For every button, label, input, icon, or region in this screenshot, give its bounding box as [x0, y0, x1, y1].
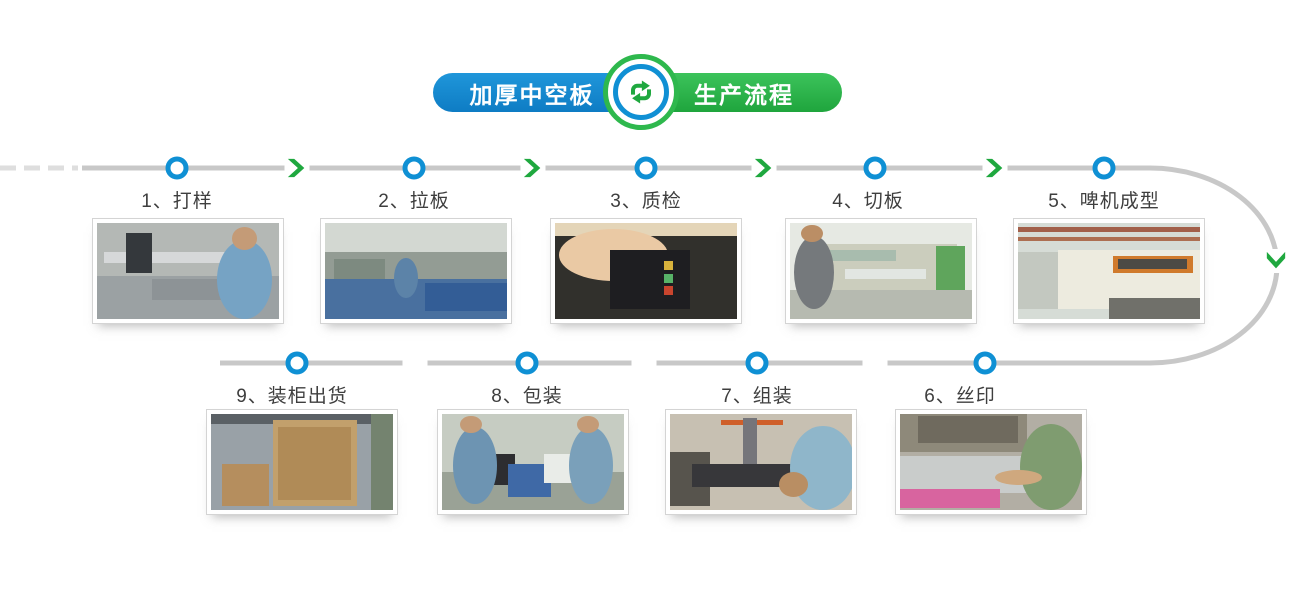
- recycle-badge-inner-ring: [613, 64, 669, 120]
- recycle-badge: [603, 54, 679, 130]
- recycle-arrows-icon: [631, 80, 651, 104]
- process-title-pill: 生产流程: [646, 73, 842, 112]
- photo-layer: [221, 463, 270, 507]
- photo-layer: [211, 414, 393, 424]
- step-label: 5、啤机成型: [1048, 191, 1160, 212]
- photo-layer: [104, 251, 265, 264]
- step-label: 3、质检: [610, 191, 682, 212]
- photo-layer: [994, 469, 1042, 486]
- photo-layer: [126, 232, 152, 273]
- flow-node-step-8: [515, 351, 539, 375]
- photo-layer: [231, 226, 258, 250]
- photo-layer: [576, 415, 599, 434]
- flow-node-step-6: [973, 351, 997, 375]
- step-photo-canvas: [1018, 223, 1200, 319]
- photo-layer: [1118, 259, 1188, 270]
- photo-layer: [1020, 423, 1082, 510]
- photo-layer: [664, 286, 674, 295]
- step-photo-canvas: [211, 414, 393, 510]
- photo-layer: [900, 488, 1001, 509]
- step-photo-assembly-tool-closeup-with-worker: [665, 409, 857, 515]
- step-label: 2、拉板: [378, 191, 450, 212]
- photo-layer: [325, 223, 507, 252]
- photo-layer: [844, 269, 927, 279]
- photo-layer: [822, 249, 896, 262]
- flow-arrow-left-icon: [862, 351, 903, 375]
- flow-node-step-5: [1092, 156, 1116, 180]
- step-label: 8、包装: [491, 386, 563, 407]
- step-photo-cnc-sample-cutting-machine-with-worker: [92, 218, 284, 324]
- flow-node-step-3: [634, 156, 658, 180]
- step-label: 6、丝印: [924, 386, 996, 407]
- flow-arrow-right-icon: [284, 156, 310, 180]
- photo-layer: [800, 224, 823, 243]
- photo-layer: [1018, 226, 1200, 232]
- photo-layer: [151, 278, 229, 300]
- photo-layer: [935, 246, 965, 293]
- step-label: 1、打样: [141, 191, 213, 212]
- step-photo-workers-packing-board-stacks: [437, 409, 629, 515]
- photo-layer: [1109, 297, 1200, 319]
- step-label: 7、组装: [721, 386, 793, 407]
- step-photo-canvas: [442, 414, 624, 510]
- flow-node-step-4: [863, 156, 887, 180]
- step-photo-silk-screen-printing-station: [895, 409, 1087, 515]
- photo-layer: [742, 417, 758, 468]
- flow-node-step-1: [165, 156, 189, 180]
- flow-node-step-7: [745, 351, 769, 375]
- photo-layer: [793, 236, 834, 310]
- photo-layer: [452, 427, 497, 505]
- step-photo-canvas: [325, 223, 507, 319]
- photo-layer: [609, 249, 690, 310]
- photo-layer: [691, 463, 802, 487]
- photo-layer: [1018, 251, 1059, 310]
- photo-layer: [1018, 237, 1200, 242]
- step-label: 4、切板: [832, 191, 904, 212]
- photo-layer: [217, 240, 272, 319]
- photo-layer: [664, 273, 674, 283]
- flow-arrow-down-icon: [1263, 249, 1289, 273]
- flow-arrow-right-icon: [982, 156, 1008, 180]
- process-title-label: 生产流程: [694, 81, 794, 108]
- step-photo-canvas: [555, 223, 737, 319]
- flow-node-step-2: [402, 156, 426, 180]
- flow-arrow-right-icon: [520, 156, 546, 180]
- step-photo-container-loaded-with-cartons: [206, 409, 398, 515]
- step-photo-canvas: [97, 223, 279, 319]
- product-name-label: 加厚中空板: [469, 81, 595, 108]
- flow-arrow-right-icon: [751, 156, 777, 180]
- step-photo-hand-testing-black-board-with-meter: [550, 218, 742, 324]
- step-photo-canvas: [900, 414, 1082, 510]
- photo-layer: [394, 257, 418, 298]
- step-photo-factory-line-blue-hollow-boards: [320, 218, 512, 324]
- photo-layer: [779, 471, 809, 497]
- step-photo-die-cutting-forming-machine: [1013, 218, 1205, 324]
- photo-layer: [460, 415, 483, 434]
- step-photo-canvas: [790, 223, 972, 319]
- flow-node-step-9: [285, 351, 309, 375]
- photo-layer: [425, 282, 507, 312]
- product-name-pill: 加厚中空板: [433, 73, 631, 112]
- step-photo-worker-operating-board-cutting-machine: [785, 218, 977, 324]
- photo-layer: [569, 427, 614, 505]
- photo-layer: [664, 261, 674, 271]
- photo-layer: [371, 414, 393, 510]
- photo-layer: [790, 425, 852, 510]
- step-label: 9、装柜出货: [236, 386, 348, 407]
- photo-layer: [278, 427, 352, 501]
- step-photo-canvas: [670, 414, 852, 510]
- photo-layer: [918, 415, 1019, 443]
- flow-arrow-left-icon: [631, 351, 672, 375]
- flow-arrow-left-icon: [402, 351, 443, 375]
